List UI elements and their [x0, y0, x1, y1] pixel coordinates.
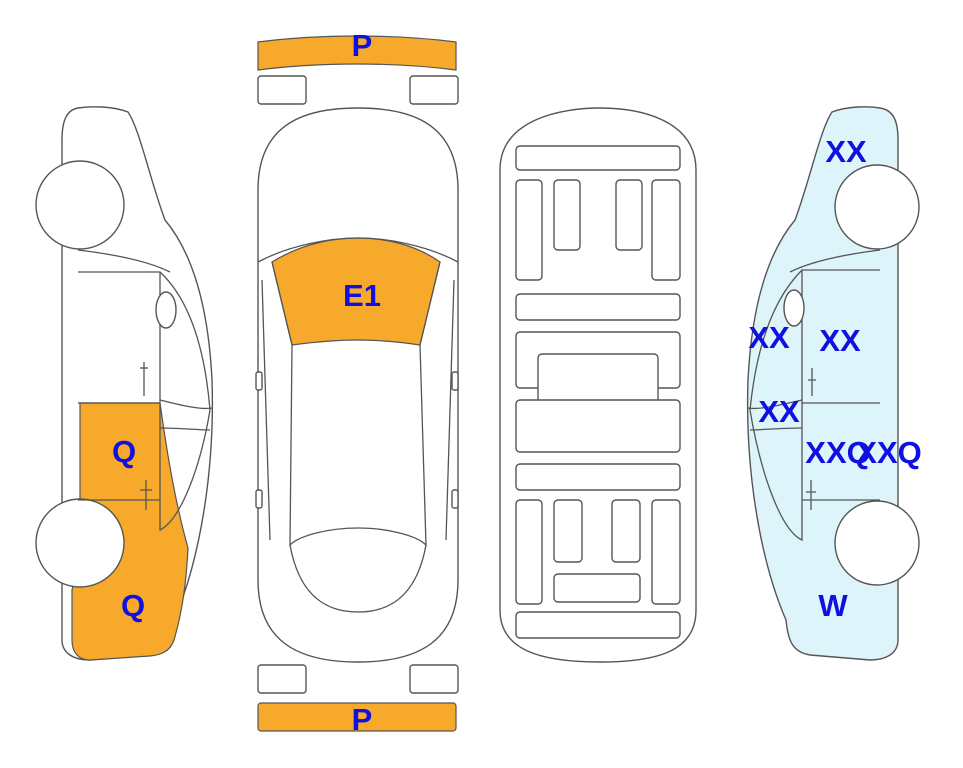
rear-left-light: [257, 75, 307, 105]
left-front-fender-label: Q: [121, 588, 145, 623]
left-side-view: [35, 106, 214, 661]
right-front-wheel: [834, 500, 920, 586]
left-rear-wheel: [35, 160, 125, 250]
front-right-light: [409, 664, 459, 694]
right-rear-wheel: [834, 164, 920, 250]
left-front-door-handle: [140, 480, 152, 510]
damage-labels: P P E1 Q Q XX XX XX XX XXQ XXQ W: [112, 28, 922, 737]
underbody-view: [499, 107, 697, 663]
right-front-door-label-b: XXQ: [856, 435, 921, 470]
front-bumper-label: P: [352, 28, 373, 63]
roof-label: E1: [343, 278, 381, 313]
front-bumper-damage: [257, 702, 457, 732]
right-rear-quarter-label: XX: [825, 134, 867, 169]
rear-bumper-label: P: [352, 702, 373, 737]
left-front-door-damage: [71, 402, 189, 661]
left-rear-door-handle: [140, 362, 148, 396]
right-rear-door-handle: [808, 368, 816, 396]
rear-bumper-damage: [257, 35, 457, 71]
rear-right-light: [409, 75, 459, 105]
left-mirror: [155, 291, 177, 329]
right-mirror: [783, 289, 805, 327]
right-front-door-handle: [806, 480, 816, 510]
front-left-light: [257, 664, 307, 694]
right-rear-door-label: XX: [819, 323, 861, 358]
right-front-fender-label: W: [818, 588, 848, 623]
left-front-door-label: Q: [112, 434, 136, 469]
right-pillar-label: XX: [748, 320, 790, 355]
right-front-window-label: XX: [758, 394, 800, 429]
top-body: [257, 107, 459, 663]
left-front-wheel: [35, 498, 125, 588]
top-view: [255, 35, 459, 732]
right-side-view: [746, 106, 920, 661]
right-front-door-label-a: XXQ: [805, 435, 870, 470]
